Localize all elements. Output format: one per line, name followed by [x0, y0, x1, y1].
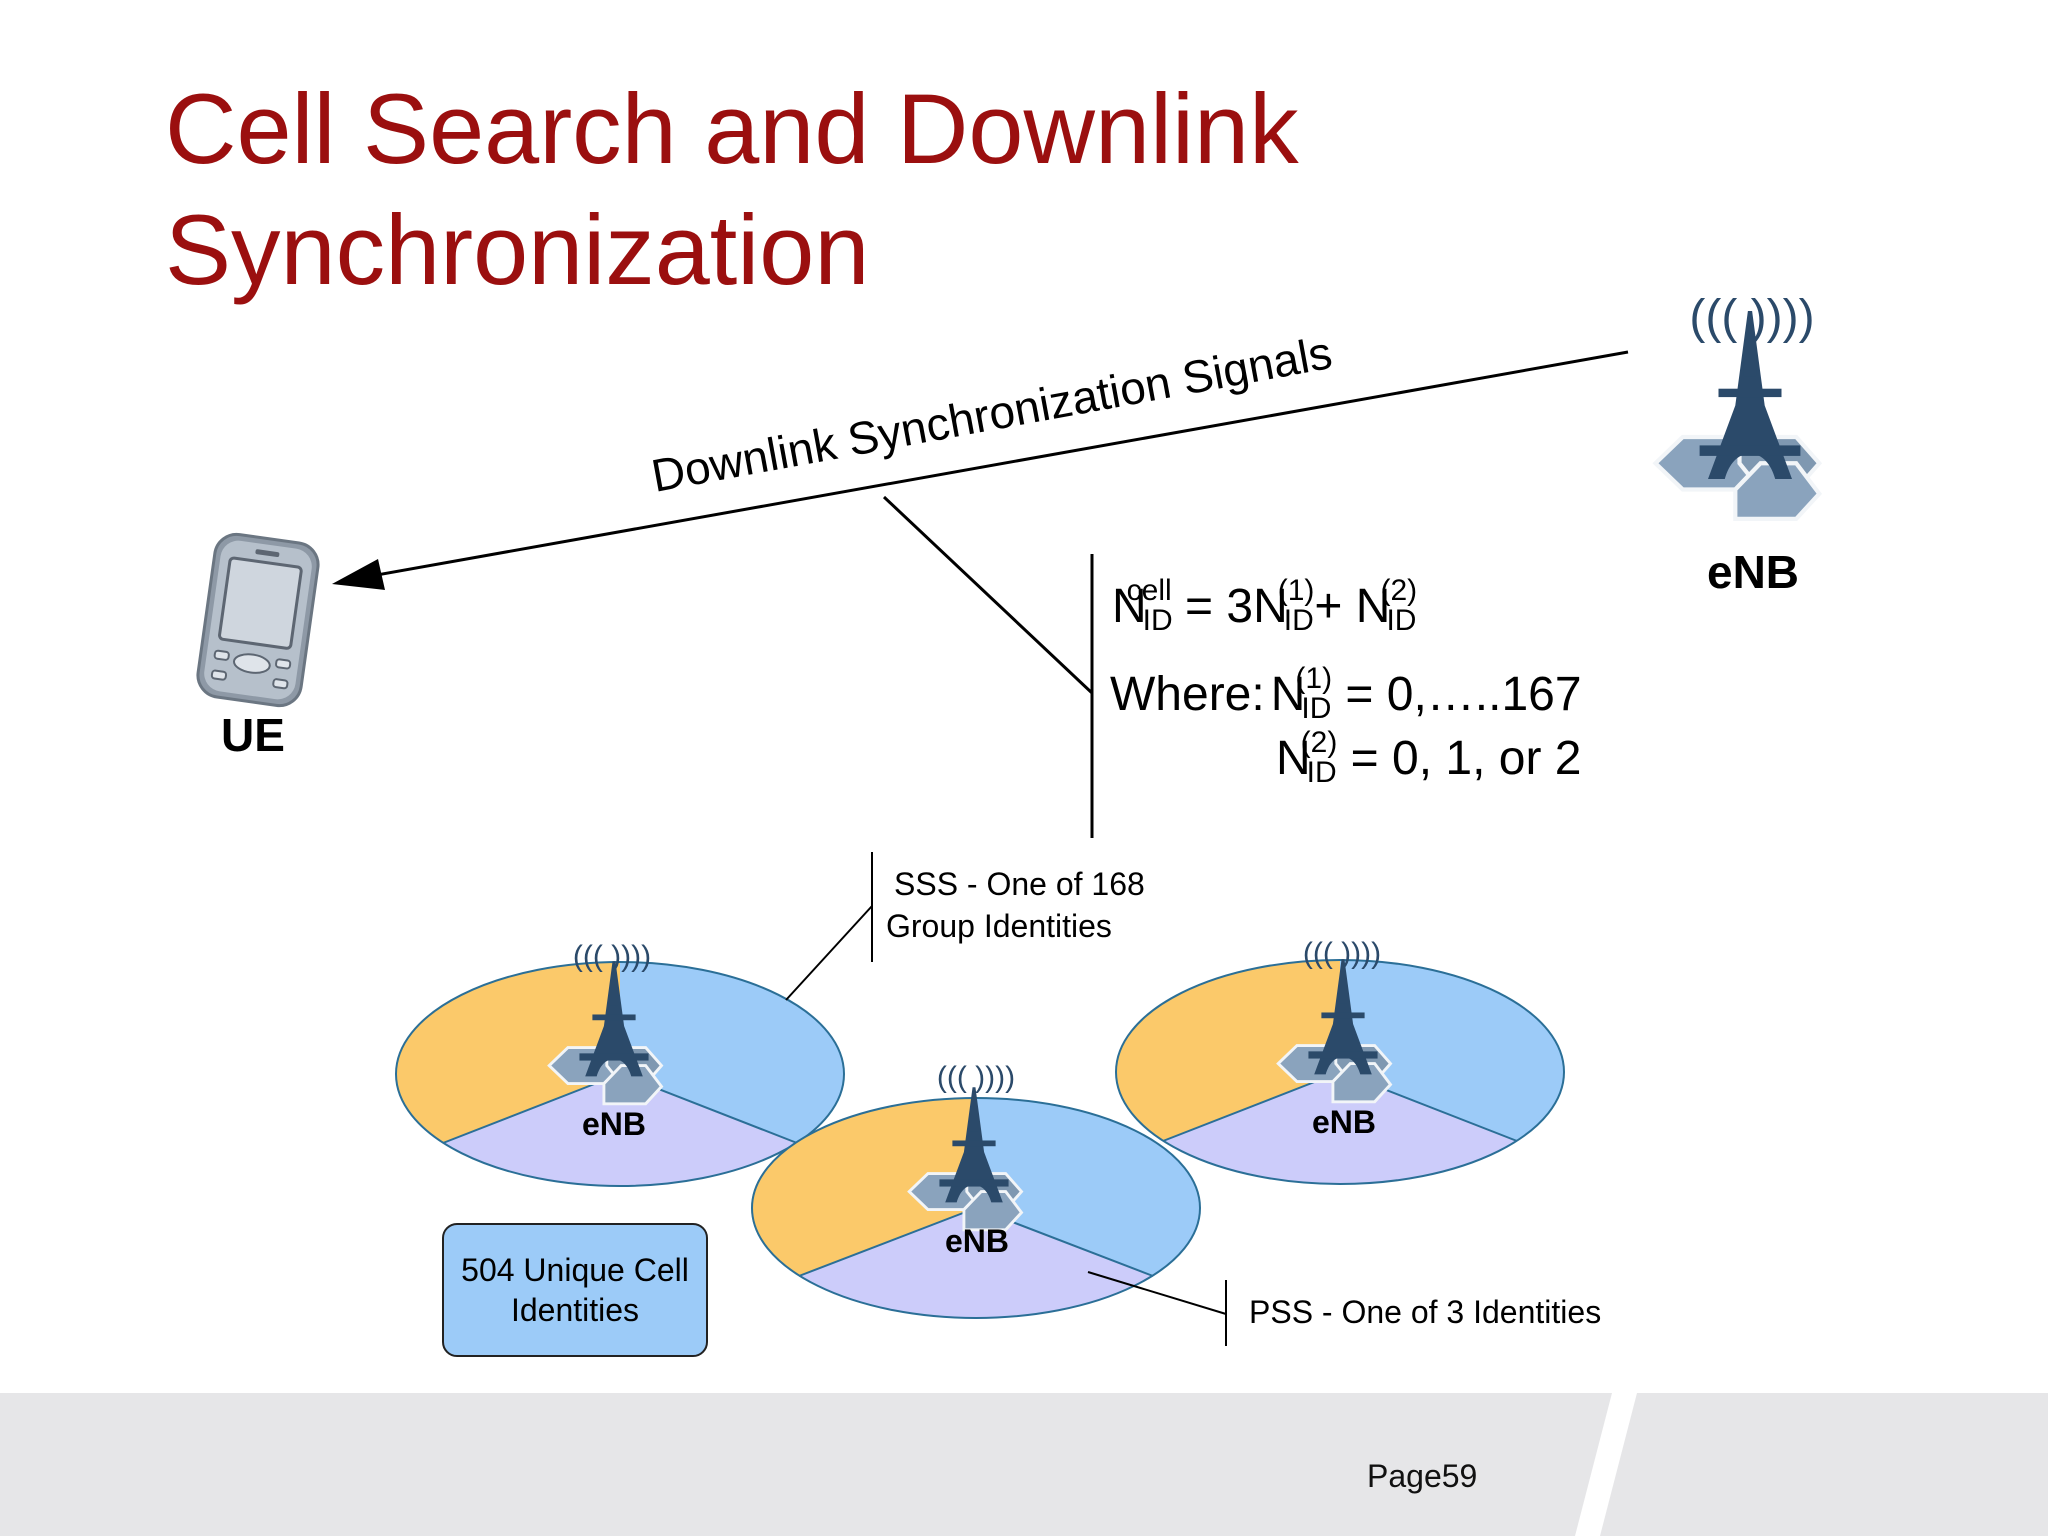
main-enb: ((( )))) eNB	[1656, 291, 1820, 598]
sss-line-2: Group Identities	[886, 908, 1112, 944]
unique-identities-box: 504 Unique Cell Identities	[442, 1223, 708, 1357]
footer-band	[0, 1393, 2048, 1536]
pss-callout	[1087, 1271, 1227, 1346]
phone-icon	[196, 532, 320, 708]
title-line-2: Synchronization	[165, 194, 870, 305]
cell-id-formula: NIDcell = 3NID(1)+ NID(2) Where:NID(1) =…	[1110, 574, 1582, 789]
center-enb-label: eNB	[945, 1223, 1009, 1259]
formula-n: N	[1112, 580, 1147, 633]
page-number: Page59	[1367, 1458, 1478, 1494]
svg-text:NIDcell = 3NID(1)+ NID(2): NIDcell = 3NID(1)+ NID(2)	[1112, 574, 1417, 637]
formula-sup2-2: (2)	[1301, 726, 1338, 759]
formula-sup1-2: (1)	[1295, 662, 1332, 695]
formula-id: ID	[1143, 604, 1173, 637]
formula-plus: + N	[1314, 580, 1390, 633]
ue-label: UE	[221, 709, 285, 761]
unique-line-1: 504 Unique Cell	[461, 1252, 689, 1288]
formula-range1: = 0,…..167	[1332, 668, 1582, 721]
left-enb-label: eNB	[582, 1106, 646, 1142]
cell-right: ((( )))) eNB	[1115, 937, 1565, 1185]
cell-left: ((( )))) eNB	[395, 940, 845, 1187]
formula-where: Where:	[1110, 668, 1265, 721]
formula-eq: = 3N	[1172, 580, 1288, 633]
radio-wave-icon-center: ((( ))))	[937, 1061, 1015, 1094]
formula-id-4: ID	[1301, 692, 1331, 725]
pss-label: PSS - One of 3 Identities	[1249, 1294, 1601, 1330]
formula-sup1: (1)	[1278, 574, 1315, 607]
formula-n-3: N	[1276, 732, 1311, 785]
unique-line-2: Identities	[511, 1292, 639, 1328]
slide-title: Cell Search and Downlink Synchronization	[165, 68, 1299, 310]
title-line-1: Cell Search and Downlink	[165, 73, 1299, 184]
formula-id-2: ID	[1284, 604, 1314, 637]
cell-center: ((( )))) eNB	[751, 1061, 1201, 1319]
sss-callout	[785, 852, 873, 1001]
formula-sup2: (2)	[1380, 574, 1417, 607]
formula-id-5: ID	[1307, 756, 1337, 789]
svg-text:NID(2) = 0, 1, or 2: NID(2) = 0, 1, or 2	[1276, 726, 1582, 789]
svg-text:Where:NID(1) = 0,…..167: Where:NID(1) = 0,…..167	[1110, 662, 1582, 725]
formula-range2: = 0, 1, or 2	[1337, 732, 1581, 785]
right-enb-label: eNB	[1312, 1104, 1376, 1140]
formula-n-2: N	[1271, 668, 1306, 721]
downlink-signal-arrow	[332, 350, 1629, 590]
formula-callout	[882, 495, 1094, 838]
sss-line-1: SSS - One of 168	[894, 866, 1145, 902]
formula-id-3: ID	[1386, 604, 1416, 637]
signal-label: Downlink Synchronization Signals	[647, 326, 1335, 502]
main-enb-label: eNB	[1707, 546, 1799, 598]
formula-cell: cell	[1127, 574, 1172, 607]
